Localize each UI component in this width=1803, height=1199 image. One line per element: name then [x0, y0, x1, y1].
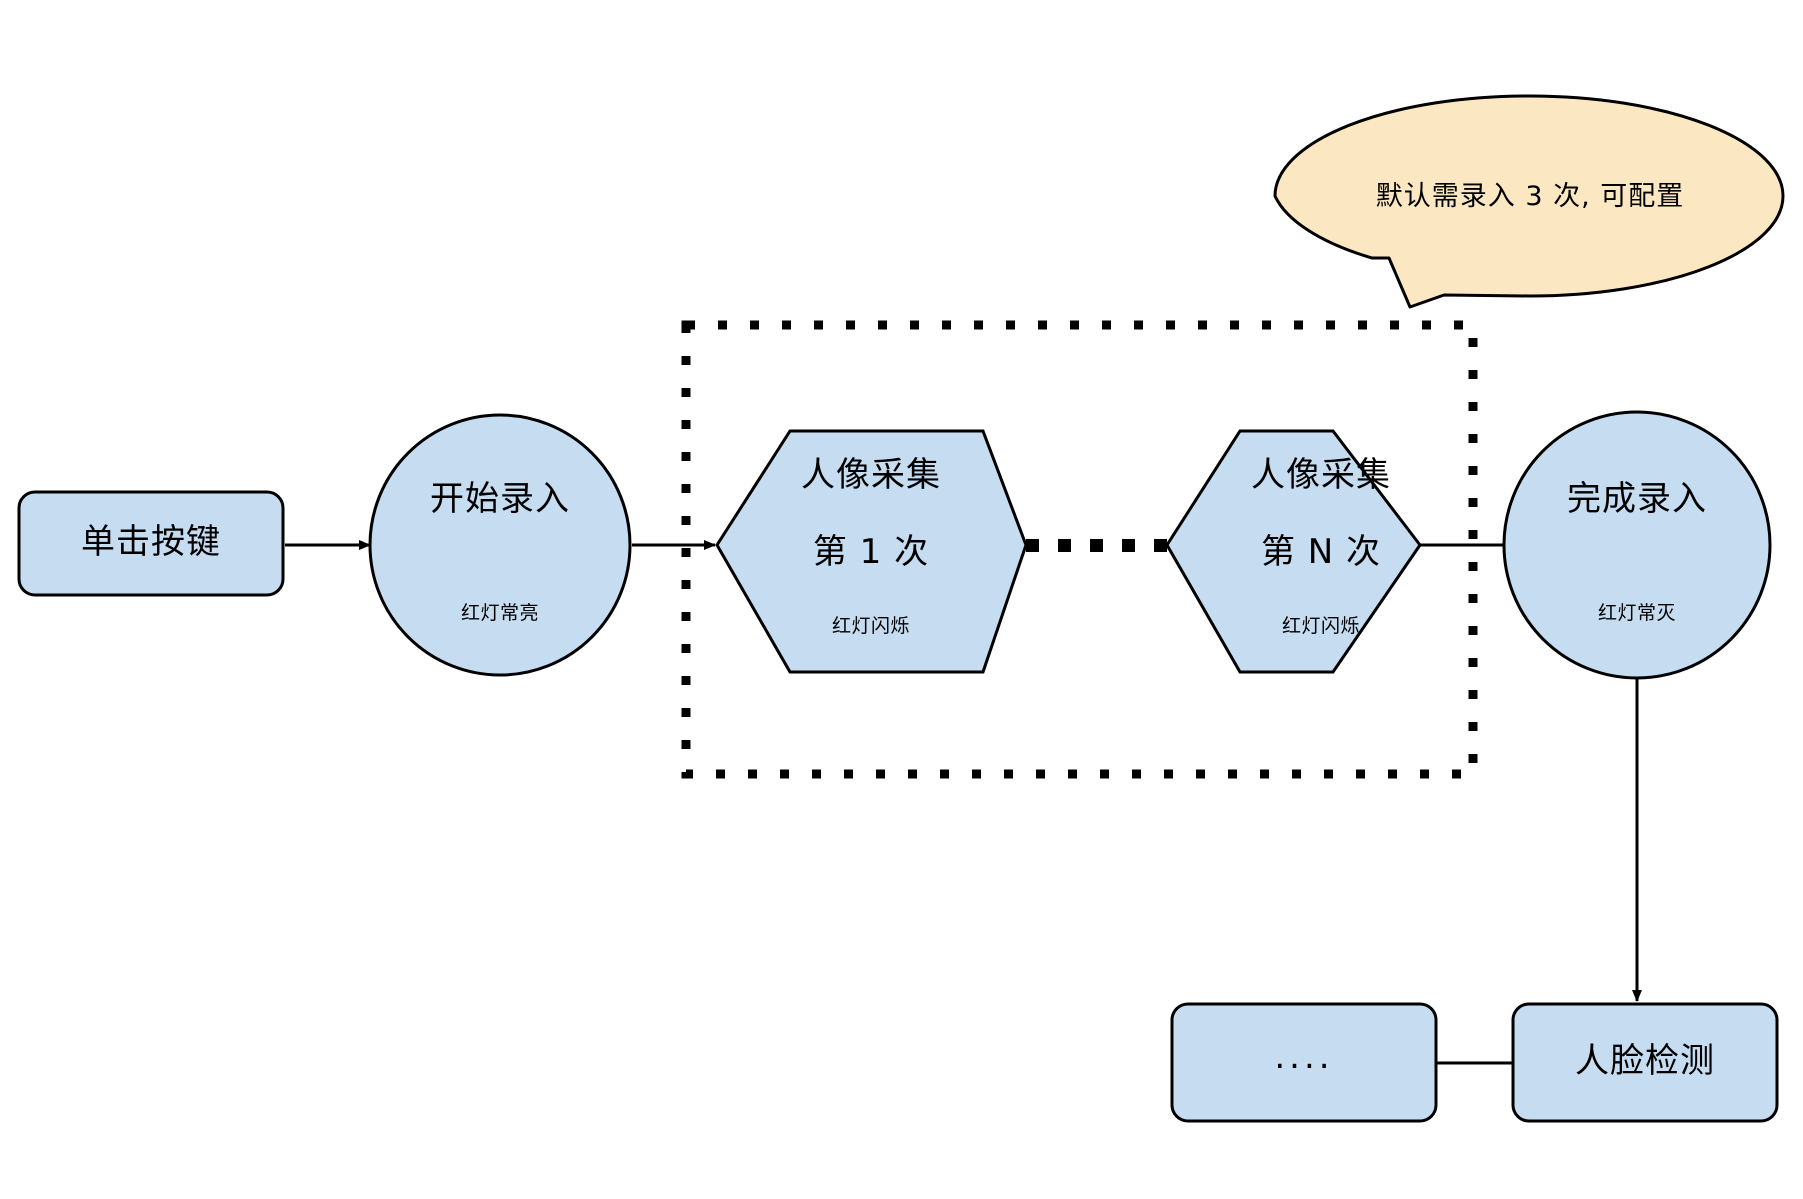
node-face-detect[interactable]	[1511, 1002, 1779, 1123]
ellipsis-connector	[1026, 539, 1167, 552]
node-capture-first[interactable]	[715, 429, 1028, 674]
node-capture-nth[interactable]	[1165, 429, 1422, 674]
node-more-steps[interactable]	[1170, 1002, 1438, 1123]
node-click-key[interactable]	[17, 490, 285, 597]
node-finish-enroll[interactable]	[1502, 410, 1772, 680]
callout-bubble[interactable]	[1273, 94, 1785, 309]
node-start-enroll[interactable]	[368, 413, 632, 677]
repeat-capture-group-border	[681, 320, 1478, 779]
